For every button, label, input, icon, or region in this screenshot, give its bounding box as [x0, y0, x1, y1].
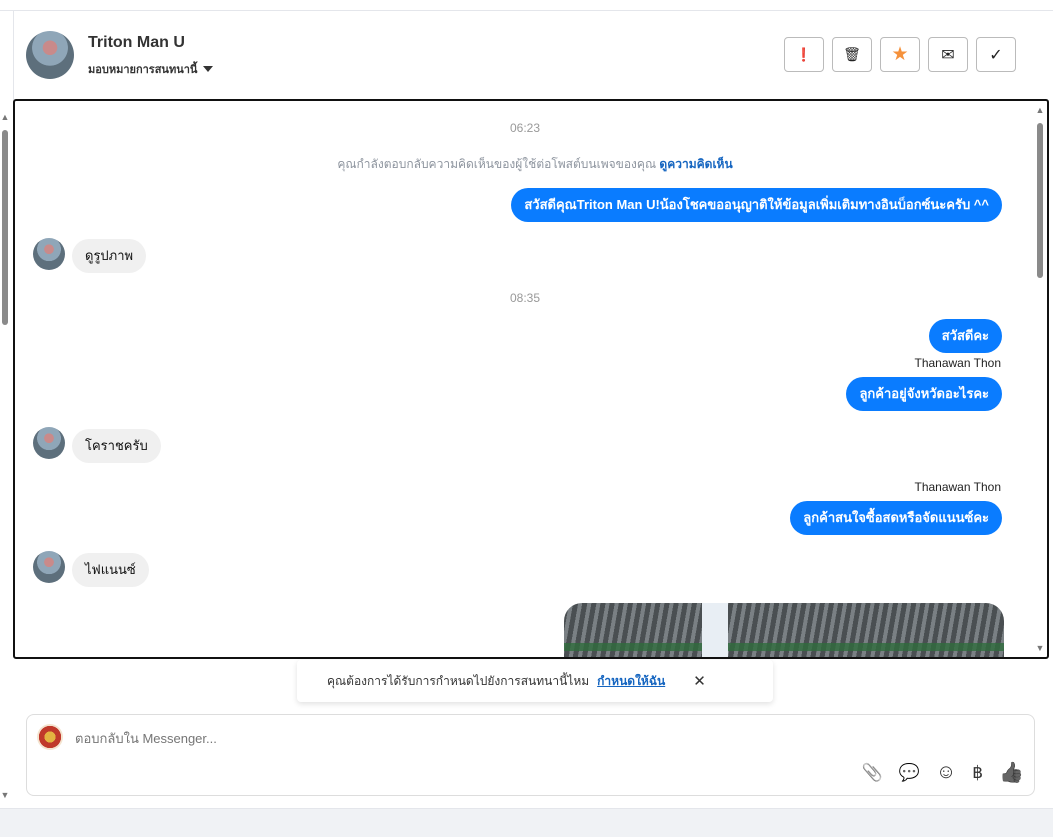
bottom-bar — [0, 808, 1053, 837]
incoming-message[interactable]: ดูรูปภาพ — [72, 239, 147, 273]
conversation-actions: ❗ 🗑 ★ ✉ ✓ — [784, 37, 1016, 72]
view-comment-link[interactable]: ดูความคิดเห็น — [659, 157, 733, 171]
assign-conversation-dropdown[interactable]: มอบหมายการสนทนานี้ — [88, 60, 214, 78]
assign-to-me-link[interactable]: กำหนดให้ฉัน — [597, 673, 666, 688]
caret-down-icon — [203, 66, 214, 72]
alert-icon: ❗ — [795, 46, 813, 62]
sender-avatar — [33, 551, 65, 583]
attachment-icon[interactable]: 📎 — [861, 762, 883, 782]
thread-scrollbar-thumb[interactable] — [1037, 123, 1043, 278]
scroll-down-icon[interactable]: ▼ — [1035, 643, 1045, 653]
comment-reply-notice: คุณกำลังตอบกลับความคิดเห็นของผู้ใช้ต่อโพ… — [15, 155, 1047, 174]
timestamp: 08:35 — [509, 291, 541, 305]
close-icon[interactable]: ✕ — [693, 673, 706, 690]
incoming-message: ไฟแนนซ์ — [72, 553, 149, 587]
sender-avatar — [33, 427, 65, 459]
image-attachment[interactable] — [564, 603, 1004, 657]
payment-icon[interactable]: ฿ — [972, 762, 984, 782]
spam-button[interactable]: ❗ — [784, 37, 824, 72]
emoji-icon[interactable]: ☺ — [935, 761, 957, 783]
notice-text: คุณกำลังตอบกลับความคิดเห็นของผู้ใช้ต่อโพ… — [337, 157, 657, 171]
incoming-message: โคราชครับ — [72, 429, 161, 463]
reply-input[interactable] — [75, 731, 875, 746]
page-scrollbar[interactable]: ▲ ▼ — [0, 110, 10, 800]
page-avatar — [37, 724, 63, 750]
sender-name: Thanawan Thon — [914, 356, 1001, 370]
contact-avatar[interactable] — [26, 31, 74, 79]
mark-done-button[interactable]: ✓ — [976, 37, 1016, 72]
outgoing-message: สวัสดีคุณTriton Man U!น้องโชคขออนุญาติให… — [511, 188, 1002, 222]
sender-name: Thanawan Thon — [914, 480, 1001, 494]
trash-icon: 🗑 — [843, 46, 861, 62]
outgoing-message: สวัสดีคะ — [928, 319, 1002, 353]
reply-composer[interactable]: 📎 💬 ☺ ฿ 👍 — [26, 714, 1035, 796]
message-thread[interactable]: 06:23 คุณกำลังตอบกลับความคิดเห็นของผู้ใช… — [13, 99, 1049, 659]
assign-label: มอบหมายการสนทนานี้ — [88, 64, 198, 76]
scroll-up-icon[interactable]: ▲ — [0, 112, 10, 122]
check-icon: ✓ — [989, 46, 1003, 64]
timestamp: 06:23 — [509, 121, 541, 135]
assign-prompt-text: คุณต้องการได้รับการกำหนดไปยังการสนทนานี้… — [327, 673, 590, 688]
sender-avatar — [33, 238, 65, 270]
thread-scrollbar[interactable]: ▲ ▼ — [1033, 101, 1047, 657]
left-divider — [13, 10, 14, 100]
top-divider — [0, 10, 1053, 11]
star-button[interactable]: ★ — [880, 37, 920, 72]
outgoing-message: ลูกค้าอยู่จังหวัดอะไรคะ — [846, 377, 1002, 411]
composer-tools: 📎 💬 ☺ ฿ 👍 — [862, 760, 1025, 785]
saved-replies-icon[interactable]: 💬 — [898, 762, 920, 782]
page-scrollbar-thumb[interactable] — [2, 130, 8, 325]
outgoing-message: ลูกค้าสนใจซื้อสดหรือจัดแนนซ์คะ — [790, 501, 1002, 535]
assign-prompt-banner: คุณต้องการได้รับการกำหนดไปยังการสนทนานี้… — [297, 660, 773, 702]
mark-unread-button[interactable]: ✉ — [928, 37, 968, 72]
delete-button[interactable]: 🗑 — [832, 37, 872, 72]
mail-icon: ✉ — [941, 46, 955, 64]
contact-name[interactable]: Triton Man U — [88, 34, 185, 51]
scroll-up-icon[interactable]: ▲ — [1035, 105, 1045, 115]
star-icon: ★ — [891, 44, 909, 65]
like-icon[interactable]: 👍 — [999, 762, 1024, 784]
scroll-down-icon[interactable]: ▼ — [0, 790, 10, 800]
